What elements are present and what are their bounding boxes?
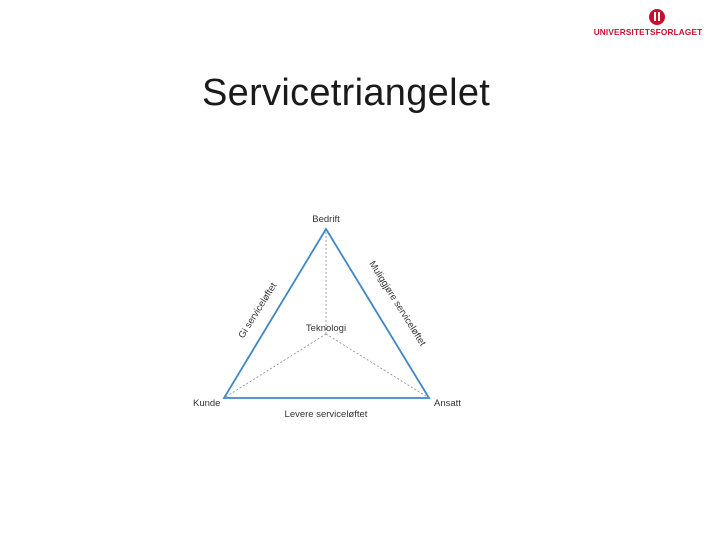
dashed-line-to-right: [325, 333, 430, 399]
node-label-kunde: Kunde: [193, 398, 220, 409]
edge-label-right: Muliggjøre serviceløftet: [366, 259, 428, 348]
dashed-line-to-left: [223, 333, 327, 399]
triangle-outline: [222, 227, 431, 399]
node-label-teknologi: Teknologi: [306, 323, 346, 334]
logo-emblem: [649, 9, 665, 25]
universitetsforlaget-logo: UNIVERSITETSFORLAGET: [594, 9, 703, 37]
node-label-ansatt: Ansatt: [434, 398, 461, 409]
node-label-bedrift: Bedrift: [312, 214, 340, 225]
page-title: Servicetriangelet: [202, 72, 491, 114]
edge-label-bottom: Levere serviceløftet: [285, 409, 368, 420]
logo-text: UNIVERSITETSFORLAGET: [594, 28, 703, 37]
edge-label-left: Gi serviceløftet: [236, 281, 279, 341]
